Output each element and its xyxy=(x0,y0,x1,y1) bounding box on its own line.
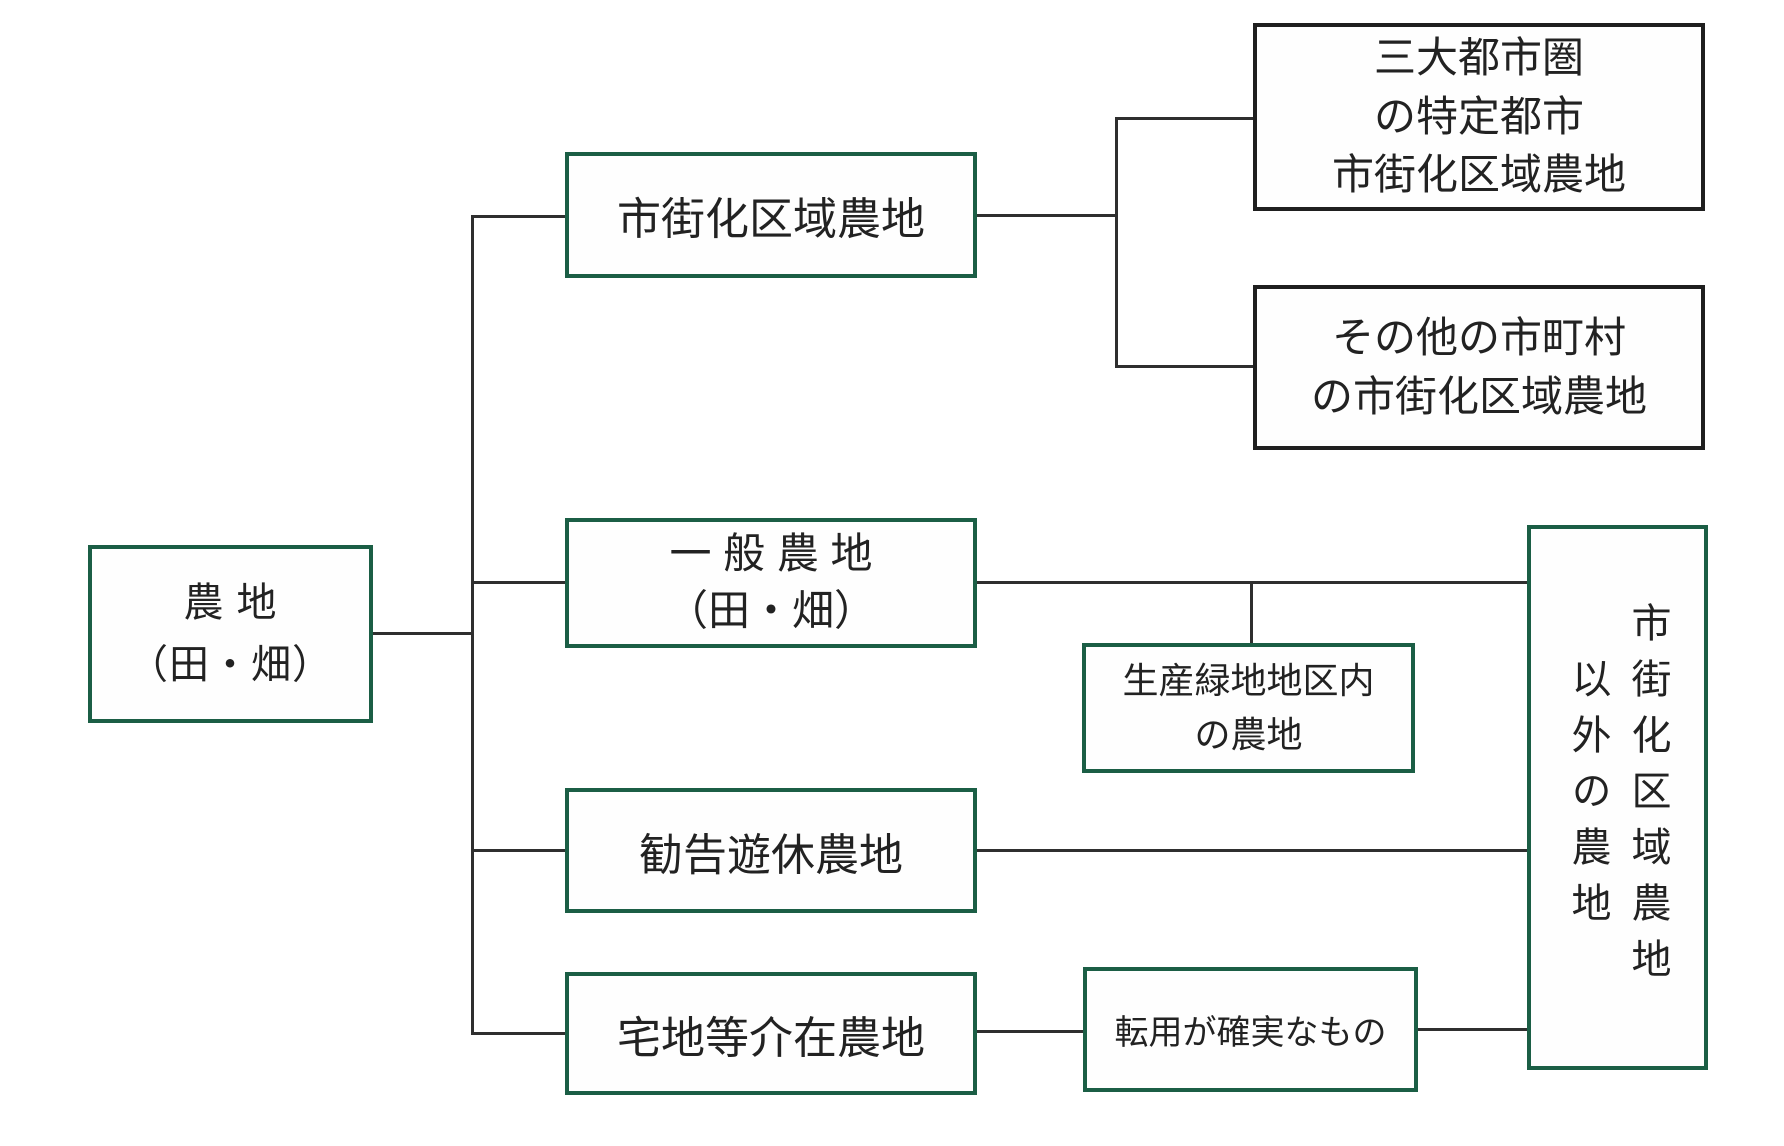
connector-advised-idle-to-non-urbanization xyxy=(977,849,1527,852)
connector-bracket-to-other-municipalities xyxy=(1115,365,1253,368)
certain-conversion-label: 転用が確実なもの xyxy=(1114,1014,1387,1052)
connector-conversion-to-non-urbanization xyxy=(1418,1028,1527,1031)
advised-idle-farmland-label: 勧告遊休農地 xyxy=(639,830,903,880)
certain-conversion-box: 転用が確実なもの xyxy=(1083,967,1418,1092)
other-municipalities-label-line1: その他の市町村 xyxy=(1331,313,1626,361)
connector-drop-to-productive-green xyxy=(1250,581,1253,643)
productive-green-zone-label-line1: 生産緑地地区内 xyxy=(1122,660,1375,701)
productive-green-zone-farmland-box: 生産緑地地区内 の農地 xyxy=(1082,643,1415,773)
non-urbanization-farmland-vertical-text: 市街化区域農地 以外の農地 xyxy=(1558,529,1678,1066)
connector-trunk xyxy=(471,215,474,1035)
urbanization-area-farmland-box: 市街化区域農地 xyxy=(565,152,977,278)
other-municipalities-box: その他の市町村 の市街化区域農地 xyxy=(1253,285,1705,450)
general-farmland-label-line2: （田・畑） xyxy=(665,587,876,634)
connector-interspersed-to-conversion xyxy=(977,1030,1083,1033)
three-metro-label-line1: 三大都市圏 xyxy=(1373,33,1584,81)
connector-trunk-to-urbanization xyxy=(471,215,565,218)
non-urbanization-label-col2: 以外の農地 xyxy=(1565,657,1610,938)
residential-interspersed-farmland-box: 宅地等介在農地 xyxy=(565,972,977,1095)
connector-bracket-to-three-metro xyxy=(1115,117,1253,120)
farmland-root-label-line2: （田・畑） xyxy=(128,643,333,687)
connector-trunk-to-general xyxy=(471,581,565,584)
urbanization-area-farmland-label: 市街化区域農地 xyxy=(617,195,925,244)
other-municipalities-label-line2: の市街化区域農地 xyxy=(1310,372,1647,420)
general-farmland-label-line1: 一 般 農 地 xyxy=(669,530,873,578)
residential-interspersed-farmland-label: 宅地等介在農地 xyxy=(617,1013,925,1063)
three-metro-label-line2: の特定都市 xyxy=(1373,92,1584,140)
productive-green-zone-label-line2: の農地 xyxy=(1194,714,1303,755)
non-urbanization-farmland-box: 市街化区域農地 以外の農地 xyxy=(1527,525,1708,1070)
connector-trunk-to-advised-idle xyxy=(471,849,565,852)
connector-root-to-trunk xyxy=(373,632,473,635)
connector-urbanization-feed xyxy=(977,214,1117,217)
connector-trunk-to-interspersed xyxy=(471,1032,565,1035)
farmland-root-label-line1: 農 地 xyxy=(183,581,278,625)
advised-idle-farmland-box: 勧告遊休農地 xyxy=(565,788,977,913)
farmland-root-box: 農 地 （田・畑） xyxy=(88,545,373,723)
non-urbanization-label-col1: 市街化区域農地 xyxy=(1625,601,1670,994)
three-metro-specified-city-box: 三大都市圏 の特定都市 市街化区域農地 xyxy=(1253,23,1705,211)
connector-bracket-vertical xyxy=(1115,117,1118,367)
general-farmland-box: 一 般 農 地 （田・畑） xyxy=(565,518,977,648)
three-metro-label-line3: 市街化区域農地 xyxy=(1331,151,1626,199)
